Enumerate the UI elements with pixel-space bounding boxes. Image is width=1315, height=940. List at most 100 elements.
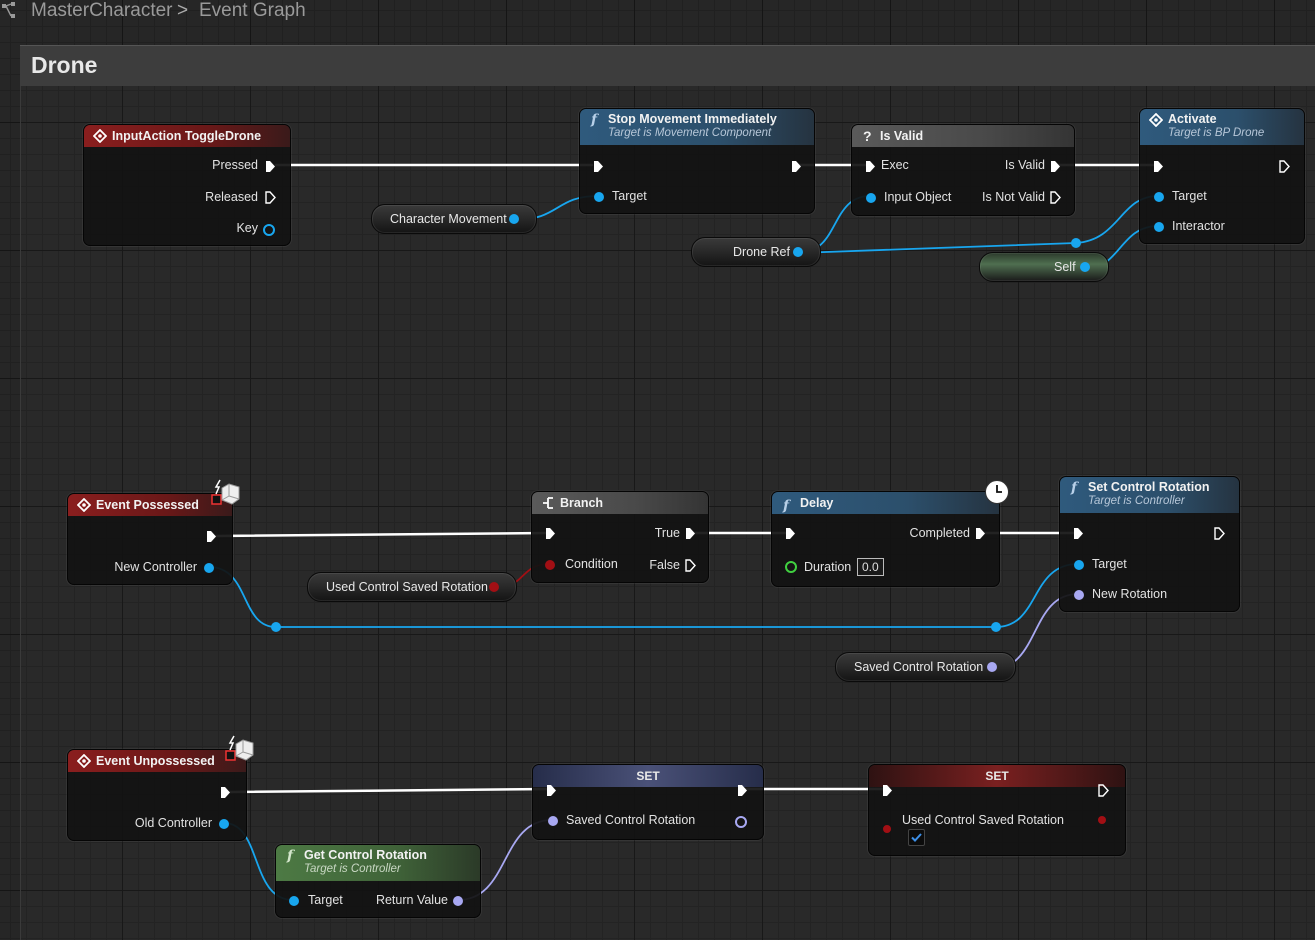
exec-pin-in[interactable] <box>593 160 604 173</box>
var-label: Drone Ref <box>733 245 790 259</box>
wire-exec-possessed <box>214 531 550 538</box>
data-pin-interactor[interactable] <box>1154 222 1164 232</box>
data-pin-used-control-in[interactable] <box>883 825 891 833</box>
comment-title: Drone <box>31 52 98 78</box>
data-pin-condition[interactable] <box>545 560 555 570</box>
node-branch[interactable]: Branch True Condition False <box>531 491 709 583</box>
node-set-used-control-saved-rotation[interactable]: SET Used Control Saved Rotation <box>868 764 1126 856</box>
var-self[interactable]: Self <box>979 252 1109 282</box>
event-diamond-icon <box>77 498 91 512</box>
pin-label-key: Key <box>236 221 258 235</box>
data-pin-saved-control-rotation-in[interactable] <box>548 816 558 826</box>
pin-label-pressed: Pressed <box>212 158 258 172</box>
reroute-knot <box>991 622 1001 632</box>
breadcrumb-blueprint[interactable]: MasterCharacter <box>31 0 173 21</box>
question-icon: ? <box>863 128 872 144</box>
exec-pin-out[interactable] <box>1279 160 1290 173</box>
pin-label-used-control-saved-rotation: Used Control Saved Rotation <box>902 813 1064 827</box>
pin-label-target: Target <box>1172 189 1207 203</box>
data-pin-target[interactable] <box>1154 192 1164 202</box>
node-set-control-rotation[interactable]: f Set Control Rotation Target is Control… <box>1059 476 1240 612</box>
exec-pin-in[interactable] <box>882 784 893 797</box>
data-pin-return-value[interactable] <box>453 896 463 906</box>
var-character-movement[interactable]: Character Movement <box>371 204 537 234</box>
exec-pin-in[interactable] <box>546 784 557 797</box>
comment-header[interactable]: Drone <box>20 45 1315 86</box>
exec-pin-is-valid[interactable] <box>1050 160 1061 173</box>
data-pin-target[interactable] <box>1074 560 1084 570</box>
exec-pin-out[interactable] <box>791 160 802 173</box>
var-drone-ref[interactable]: Drone Ref <box>691 237 821 267</box>
node-set-saved-control-rotation[interactable]: SET Saved Control Rotation <box>532 764 764 840</box>
pin-label-new-controller: New Controller <box>114 560 197 574</box>
data-pin-new-rotation[interactable] <box>1074 590 1084 600</box>
data-pin-key[interactable] <box>263 224 275 236</box>
data-pin-out[interactable] <box>987 662 997 672</box>
node-get-control-rotation[interactable]: f Get Control Rotation Target is Control… <box>275 844 481 918</box>
event-diamond-icon <box>93 129 107 143</box>
data-pin-saved-control-rotation-out[interactable] <box>735 816 747 828</box>
exec-pin-in[interactable] <box>1073 527 1084 540</box>
data-pin-target[interactable] <box>289 896 299 906</box>
function-f-icon: f <box>287 848 294 864</box>
breadcrumb: MasterCharacter > Event Graph <box>0 0 1315 24</box>
duration-input[interactable]: 0.0 <box>857 558 884 576</box>
data-pin-out[interactable] <box>509 214 519 224</box>
comment-box[interactable] <box>20 85 1315 940</box>
exec-pin-out[interactable] <box>220 786 231 799</box>
node-title: Is Valid <box>880 129 924 143</box>
data-pin-input-object[interactable] <box>866 193 876 203</box>
exec-pin-false[interactable] <box>685 559 696 572</box>
exec-pin-in[interactable] <box>785 527 796 540</box>
exec-pin-out[interactable] <box>1214 527 1225 540</box>
exec-pin-in[interactable] <box>1153 160 1164 173</box>
node-title: Event Possessed <box>96 498 199 512</box>
data-pin-old-controller[interactable] <box>219 819 229 829</box>
exec-pin-out[interactable] <box>206 530 217 543</box>
wire-exec-unpossessed <box>228 787 553 794</box>
branch-icon <box>543 497 553 509</box>
node-delay[interactable]: f Delay Completed Duration 0.0 <box>771 491 1000 587</box>
node-event-possessed[interactable]: Event Possessed New Controller <box>67 493 233 585</box>
exec-pin-pressed[interactable] <box>265 160 276 173</box>
exec-pin-out[interactable] <box>1098 784 1109 797</box>
reroute-knot <box>271 622 281 632</box>
event-diamond-icon <box>77 754 91 768</box>
data-pin-used-control-out[interactable] <box>1098 816 1106 824</box>
node-stop-movement-immediately[interactable]: f Stop Movement Immediately Target is Mo… <box>579 108 815 214</box>
data-pin-duration[interactable] <box>785 561 797 573</box>
node-is-valid[interactable]: ? Is Valid Exec Is Valid Input Object Is… <box>851 124 1075 216</box>
graph-tree-icon <box>2 2 15 18</box>
exec-pin-true[interactable] <box>685 527 696 540</box>
exec-pin-exec[interactable] <box>865 160 876 173</box>
node-inputaction-toggledrone[interactable]: InputAction ToggleDrone Pressed Released… <box>83 124 291 246</box>
data-pin-out[interactable] <box>793 247 803 257</box>
checkbox-used-control[interactable] <box>908 829 925 846</box>
data-pin-out[interactable] <box>1080 262 1090 272</box>
node-title: Activate <box>1168 112 1217 126</box>
node-activate[interactable]: Activate Target is BP Drone Target Inter… <box>1139 108 1305 244</box>
exec-pin-in[interactable] <box>545 527 556 540</box>
data-pin-out[interactable] <box>489 582 499 592</box>
data-pin-new-controller[interactable] <box>204 563 214 573</box>
var-saved-control-rotation[interactable]: Saved Control Rotation <box>835 652 1016 682</box>
breadcrumb-graph[interactable]: Event Graph <box>199 0 306 21</box>
pin-label-is-not-valid: Is Not Valid <box>982 190 1045 204</box>
exec-pin-is-not-valid[interactable] <box>1050 191 1061 204</box>
data-pin-target[interactable] <box>594 192 604 202</box>
exec-pin-released[interactable] <box>265 191 276 204</box>
pin-label-true: True <box>654 526 680 540</box>
var-used-control-saved-rotation[interactable]: Used Control Saved Rotation <box>307 572 517 602</box>
pin-label-false: False <box>649 558 680 572</box>
node-title: Delay <box>800 496 834 510</box>
function-f-icon: f <box>783 498 790 514</box>
node-event-unpossessed[interactable]: Event Unpossessed Old Controller <box>67 749 247 841</box>
check-icon <box>911 833 922 842</box>
exec-pin-out[interactable] <box>737 784 748 797</box>
exec-pin-completed[interactable] <box>975 527 986 540</box>
pin-label-condition: Condition <box>565 557 618 571</box>
node-subtitle: Target is Movement Component <box>608 127 772 139</box>
node-title: Stop Movement Immediately <box>608 112 777 126</box>
pin-label-old-controller: Old Controller <box>134 816 212 830</box>
